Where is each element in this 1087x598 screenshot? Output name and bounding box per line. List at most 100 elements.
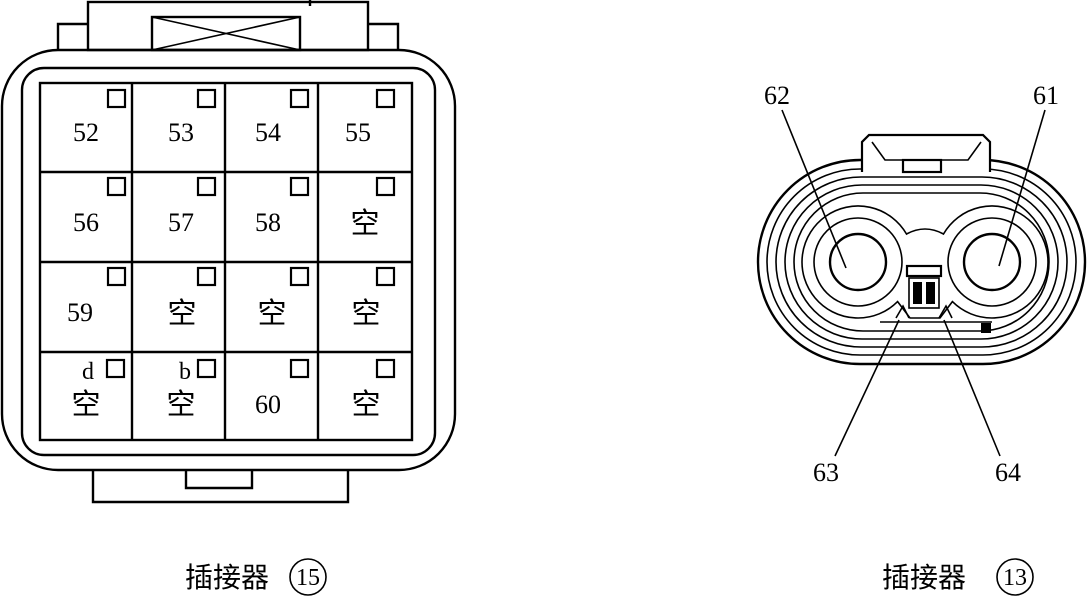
top-latch-tab xyxy=(56,0,400,52)
housing-ring xyxy=(775,176,1068,348)
terminal-square xyxy=(196,176,217,197)
caption-number: 13 xyxy=(1003,565,1027,591)
callout-label: 61 xyxy=(1033,81,1059,110)
cavity-cell: 空 xyxy=(350,176,396,240)
top-lock-clip xyxy=(860,133,992,174)
cavity-label: 空 xyxy=(71,388,100,421)
latch-band xyxy=(905,264,943,278)
lock-clip-outline xyxy=(860,133,992,172)
terminal-square xyxy=(106,266,127,287)
cavity-label: 54 xyxy=(255,118,281,147)
latch-bar xyxy=(913,282,922,304)
housing-ring-inner xyxy=(793,192,1050,332)
terminal-square xyxy=(106,88,127,109)
callout-label: 62 xyxy=(764,81,790,110)
latch-tab-outline xyxy=(86,0,370,52)
housing-outer-outline xyxy=(0,48,457,472)
cavity-label: 56 xyxy=(73,208,99,237)
terminal-square xyxy=(196,266,217,287)
cavity-mark: d xyxy=(82,359,94,385)
cavity-cell: 空 xyxy=(167,266,217,330)
well-outer-ring xyxy=(947,217,1037,307)
caption-text: 插接器 xyxy=(882,562,966,594)
cross-lines xyxy=(151,16,301,51)
cavity-cell: 52 xyxy=(73,88,127,147)
terminal-square xyxy=(375,266,396,287)
grid-lines xyxy=(40,83,412,440)
connector-13-caption: 插接器 13 xyxy=(882,558,1034,596)
callout-label: 63 xyxy=(813,458,839,487)
terminal-square xyxy=(289,358,310,379)
connector-15: 52 53 54 55 56 57 58 空 xyxy=(0,0,457,596)
leader-line-61 xyxy=(998,109,1046,267)
caption-number: 15 xyxy=(296,565,320,591)
leader-line-64 xyxy=(943,319,1001,457)
terminal-square xyxy=(289,266,310,287)
cavity-cell: b 空 xyxy=(166,358,217,421)
cavity-label: 空 xyxy=(257,297,286,330)
terminal-cavity-contour xyxy=(801,205,1049,319)
cavity-cell: 53 xyxy=(168,88,217,147)
cavity-label: 空 xyxy=(351,297,380,330)
cavity-cell: 54 xyxy=(255,88,310,147)
center-latch xyxy=(895,264,953,319)
latch-shoulders xyxy=(56,22,400,50)
terminal-square xyxy=(289,176,310,197)
leader-line-62 xyxy=(781,109,847,269)
terminal-square xyxy=(375,176,396,197)
caption-number-circle xyxy=(289,558,327,596)
well-inner-ring xyxy=(962,232,1022,292)
terminal-well-right xyxy=(947,217,1037,307)
latch-teeth xyxy=(895,304,953,319)
cavity-grid xyxy=(38,81,414,442)
lock-clip-tab xyxy=(901,158,943,174)
callout-label: 64 xyxy=(995,458,1021,487)
terminal-well-left xyxy=(813,217,903,307)
cavity-cell: 空 xyxy=(257,266,310,330)
cavity-label: 59 xyxy=(67,298,93,327)
cavity-label: 52 xyxy=(73,118,99,147)
latch-bar xyxy=(926,282,935,304)
cavity-label: 55 xyxy=(345,118,371,147)
cavity-cell: d 空 xyxy=(71,358,126,421)
cavity-label: 60 xyxy=(255,390,281,419)
latch-housing xyxy=(908,277,940,309)
terminal-square xyxy=(105,358,126,379)
well-outer-ring xyxy=(813,217,903,307)
cavity-cell: 60 xyxy=(255,358,310,419)
bottom-tab xyxy=(91,470,350,504)
terminal-square xyxy=(375,88,396,109)
cavity-cell: 空 xyxy=(351,266,396,330)
caption-text: 插接器 xyxy=(185,562,269,594)
housing-inner-outline xyxy=(20,66,437,457)
bottom-tab-notch xyxy=(184,470,254,490)
housing-ring xyxy=(784,184,1059,340)
leader-lines xyxy=(781,109,1046,457)
bottom-tab-outline xyxy=(91,470,350,504)
cavity-label: 57 xyxy=(168,208,194,237)
cavity-cell: 58 xyxy=(255,176,310,237)
latch-window-cross-icon xyxy=(150,15,302,52)
cavity-label: 53 xyxy=(168,118,194,147)
cavity-cell: 55 xyxy=(345,88,396,147)
cavity-label: 58 xyxy=(255,208,281,237)
cavity-cell: 56 xyxy=(73,176,127,237)
connector-13: 62 61 63 64 插接器 13 xyxy=(756,81,1087,596)
connector-15-caption: 插接器 15 xyxy=(185,558,327,596)
housing-rings xyxy=(756,158,1087,366)
terminal-square xyxy=(289,88,310,109)
terminal-square xyxy=(106,176,127,197)
well-inner-ring xyxy=(828,232,888,292)
cavity-label: 空 xyxy=(350,207,379,240)
cavity-cell: 59 xyxy=(67,266,127,327)
terminal-square xyxy=(196,358,217,379)
caption-number-circle xyxy=(996,558,1034,596)
cavity-mark: b xyxy=(179,359,191,385)
terminal-square xyxy=(196,88,217,109)
cavity-label: 空 xyxy=(351,388,380,421)
cavity-cell: 57 xyxy=(168,176,217,237)
leader-line-63 xyxy=(834,319,900,457)
key-marker xyxy=(981,323,991,333)
cavity-label: 空 xyxy=(167,297,196,330)
